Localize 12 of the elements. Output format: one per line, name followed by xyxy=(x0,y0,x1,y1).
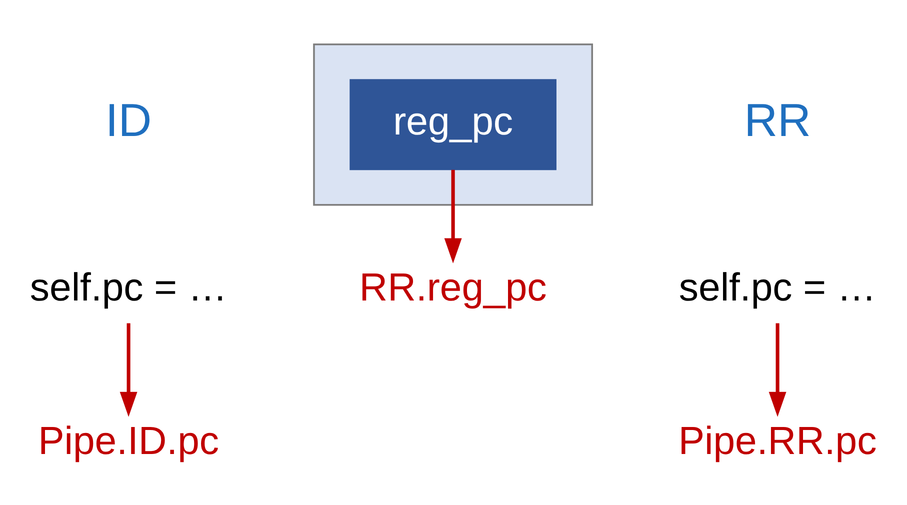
node-text: Pipe.ID.pc xyxy=(38,418,220,462)
node-box: reg_pc xyxy=(350,78,556,170)
cluster xyxy=(313,43,594,206)
arrow xyxy=(120,322,138,416)
label: RR xyxy=(744,93,812,146)
label: ID xyxy=(105,93,152,146)
arrow xyxy=(444,169,462,263)
node-text: self.pc = … xyxy=(30,264,228,309)
arrow xyxy=(768,322,786,416)
node-text: self.pc = … xyxy=(678,264,876,309)
node-text: RR.reg_pc xyxy=(359,264,547,309)
node-text: Pipe.RR.pc xyxy=(678,418,877,462)
